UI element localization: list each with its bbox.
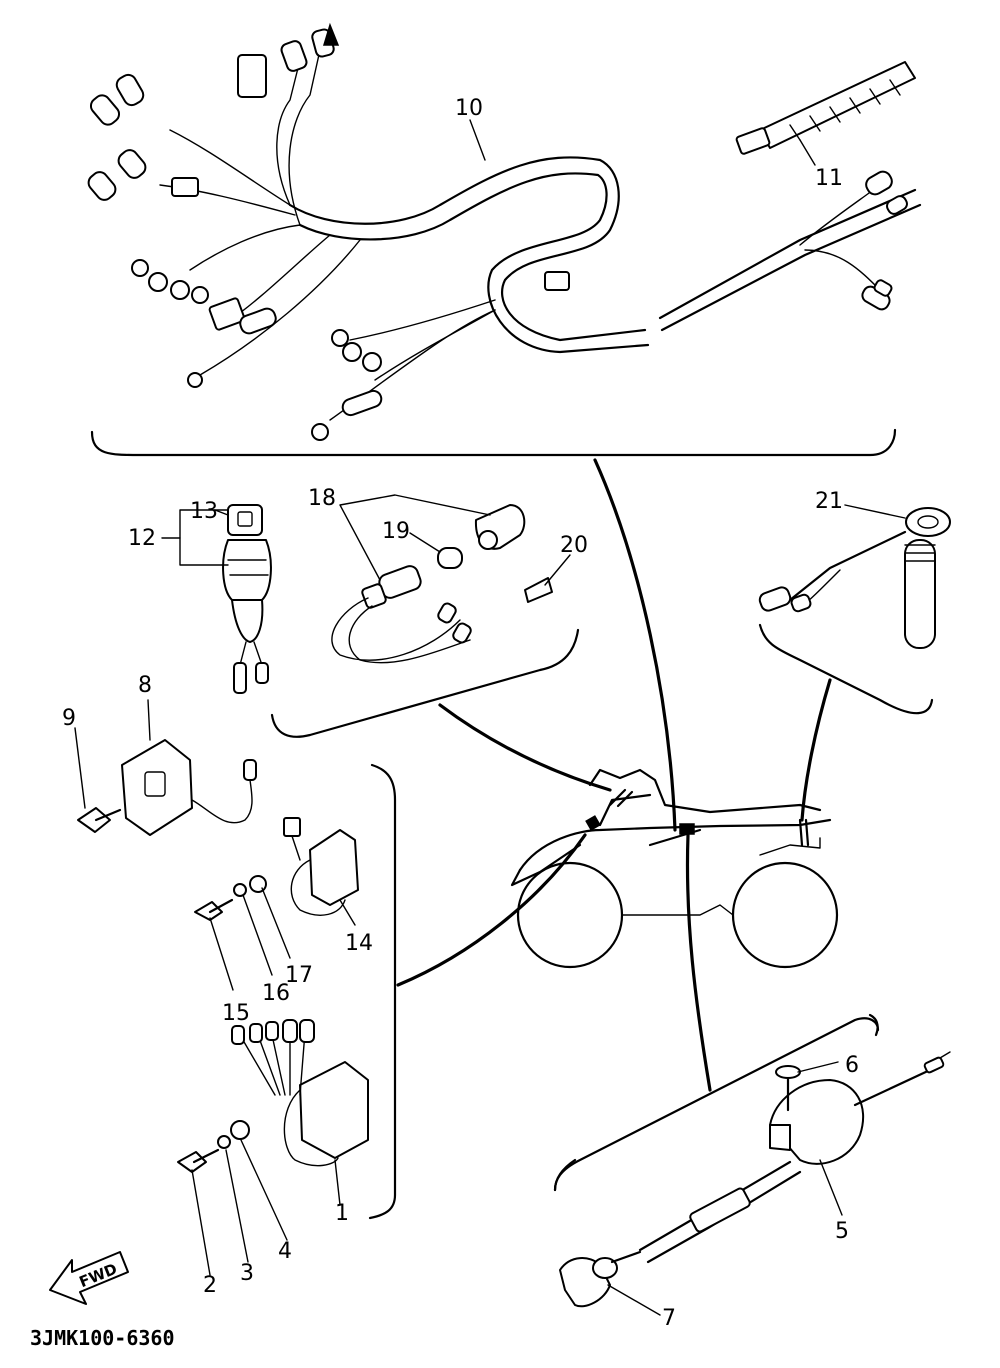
wire-harness xyxy=(87,22,922,441)
callout-15-screw: 15 xyxy=(222,1001,250,1026)
callout-16: 16 xyxy=(262,981,290,1006)
callout-21: 21 xyxy=(815,489,843,514)
callout-1: 1 xyxy=(335,1201,349,1226)
callout-18: 18 xyxy=(308,486,336,511)
callout-13: 13 xyxy=(190,499,218,524)
callout-3: 3 xyxy=(240,1261,254,1286)
diagram-code: 3JMK100-6360 xyxy=(30,1326,175,1350)
callout-4: 4 xyxy=(278,1239,292,1264)
callout-2: 2 xyxy=(203,1273,217,1298)
cable-band xyxy=(735,61,916,155)
cdi-unit xyxy=(77,739,257,836)
callout-labels: 10 11 12 13 18 19 20 21 8 9 14 17 16 15 … xyxy=(62,96,859,1331)
callout-9: 9 xyxy=(62,706,76,731)
callout-12: 12 xyxy=(128,526,156,551)
callout-7: 7 xyxy=(662,1306,676,1331)
callout-14: 14 xyxy=(345,931,373,956)
callout-20: 20 xyxy=(560,533,588,558)
callout-19: 19 xyxy=(382,519,410,544)
forward-arrow-icon: FWD xyxy=(49,1251,129,1305)
callout-10: 10 xyxy=(455,96,483,121)
switch-set-bracket xyxy=(270,628,580,738)
callout-leaders xyxy=(74,119,906,1316)
sensor-bracket xyxy=(758,623,934,715)
callout-17: 17 xyxy=(285,963,313,988)
left-group-bracket xyxy=(368,763,397,1220)
harness-bracket xyxy=(90,428,897,457)
callout-6: 6 xyxy=(845,1053,859,1078)
leader-lines xyxy=(396,458,832,1092)
callout-5: 5 xyxy=(835,1219,849,1244)
cable-bracket xyxy=(553,1013,879,1192)
rectifier-regulator xyxy=(177,1019,369,1173)
sensor-assembly xyxy=(758,507,951,649)
callout-8: 8 xyxy=(138,673,152,698)
callout-11: 11 xyxy=(815,166,843,191)
choke-cable xyxy=(553,1017,951,1308)
switch-set xyxy=(331,504,553,664)
main-switch xyxy=(222,504,272,694)
ignition-coil xyxy=(194,817,359,921)
